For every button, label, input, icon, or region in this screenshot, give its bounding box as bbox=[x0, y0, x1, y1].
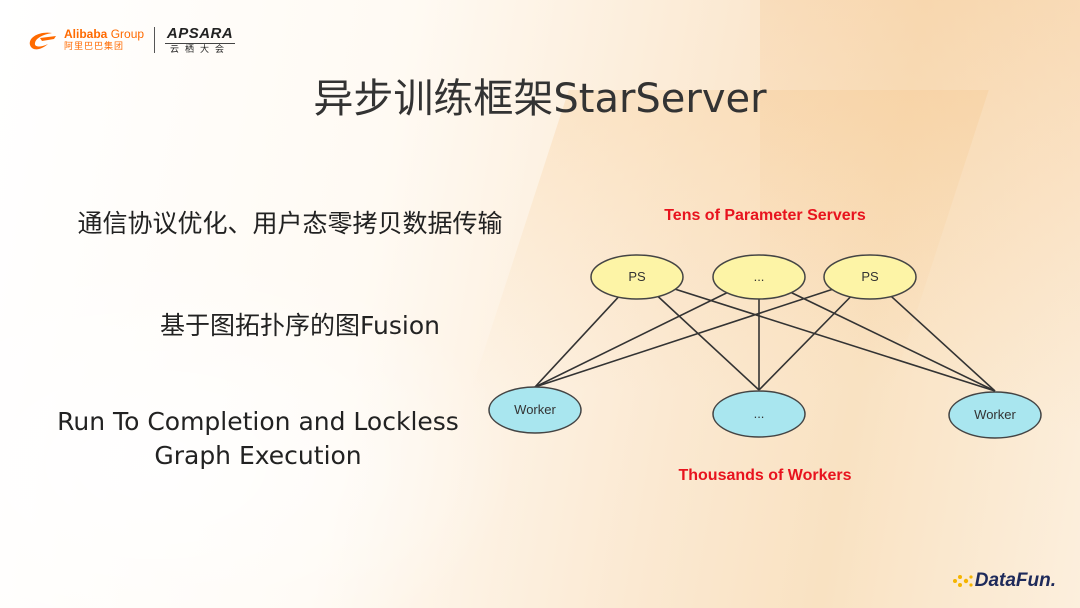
worker-node: Worker bbox=[948, 391, 1042, 439]
alibaba-brand: Alibaba bbox=[64, 27, 108, 41]
ps-node-label: ... bbox=[754, 269, 765, 284]
ps-node-label: PS bbox=[628, 269, 646, 284]
worker-node-label: ... bbox=[754, 406, 765, 421]
ps-node: ... bbox=[712, 254, 806, 300]
header-logos: Alibaba Group 阿里巴巴集团 APSARA 云栖大会 bbox=[26, 22, 236, 58]
worker-node-label: Worker bbox=[974, 407, 1016, 422]
slide-title: 异步训练框架StarServer bbox=[313, 76, 767, 122]
logo-divider bbox=[154, 27, 156, 53]
bullet-1: 通信协议优化、用户态零拷贝数据传输 bbox=[77, 209, 503, 238]
alibaba-logo-icon bbox=[29, 32, 56, 50]
worker-node-label: Worker bbox=[514, 402, 556, 417]
diagram-top-label: Tens of Parameter Servers bbox=[664, 207, 866, 224]
datafun-logo: DataFun. bbox=[951, 570, 1056, 592]
bullet-2: 基于图拓扑序的图Fusion bbox=[160, 311, 440, 340]
ps-node: PS bbox=[823, 254, 917, 300]
ps-node-label: PS bbox=[861, 269, 879, 284]
datafun-dots-icon bbox=[952, 575, 973, 587]
bullet-3-line-2: Graph Execution bbox=[154, 441, 362, 470]
alibaba-cn-name: 阿里巴巴集团 bbox=[64, 42, 125, 52]
ps-worker-diagram: Tens of Parameter Servers PS ... PS W bbox=[488, 207, 1042, 484]
ps-node: PS bbox=[590, 254, 684, 300]
datafun-brand: DataFun. bbox=[974, 570, 1056, 591]
worker-node: ... bbox=[712, 390, 806, 438]
bullet-3: Run To Completion and Lockless Graph Exe… bbox=[28, 405, 488, 473]
alibaba-group: Group bbox=[110, 27, 145, 41]
diagram-bottom-label: Thousands of Workers bbox=[678, 467, 851, 484]
alibaba-wordmark: Alibaba Group 阿里巴巴集团 bbox=[64, 28, 144, 52]
worker-node: Worker bbox=[488, 386, 582, 434]
apsara-logo: APSARA 云栖大会 bbox=[165, 24, 236, 55]
apsara-divider bbox=[165, 42, 236, 44]
apsara-cn-name: 云栖大会 bbox=[170, 44, 231, 55]
apsara-name: APSARA bbox=[166, 24, 234, 42]
bullet-3-line-1: Run To Completion and Lockless bbox=[57, 407, 459, 436]
